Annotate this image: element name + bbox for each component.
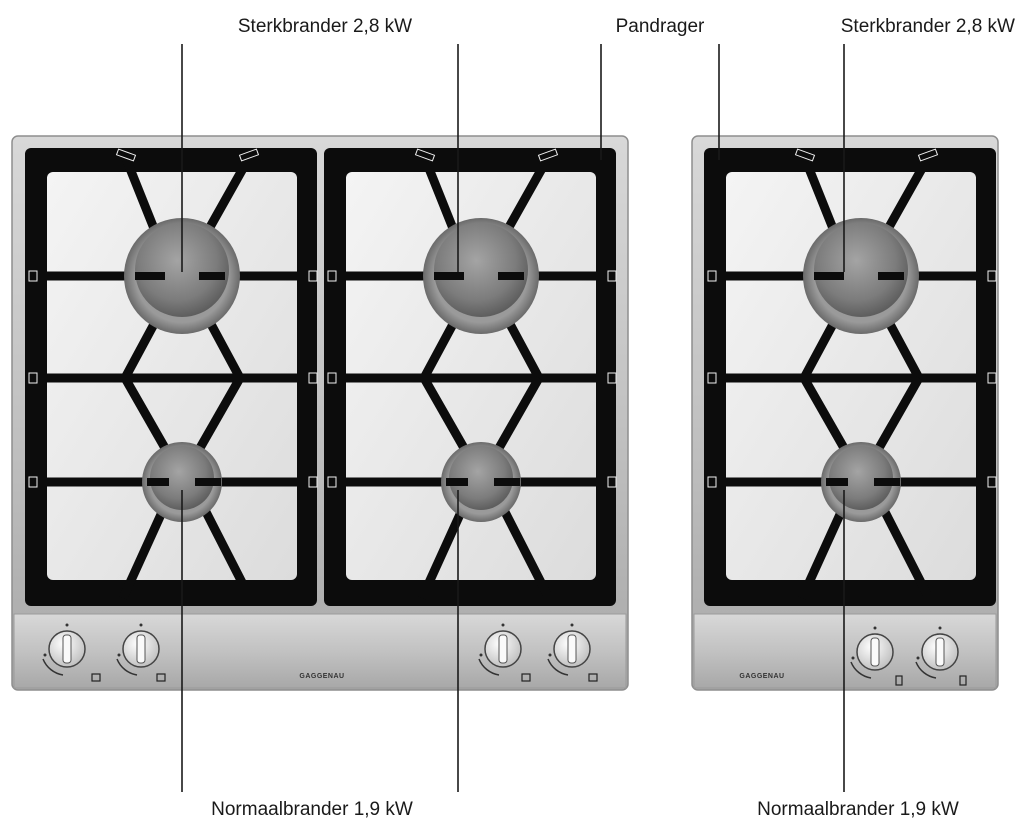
label-normaalbrander-left: Normaalbrander 1,9 kW	[211, 799, 413, 820]
wide-hob-zone-left	[25, 148, 317, 606]
narrow-hob: GAGGENAU	[691, 135, 998, 691]
wide-hob-control-panel	[13, 613, 627, 689]
label-sterkbrander-left: Sterkbrander 2,8 kW	[238, 16, 412, 37]
leader-lines	[181, 44, 845, 792]
wide-hob-zone-right	[324, 148, 616, 606]
narrow-hob-zone	[704, 148, 996, 606]
zone-indicator-icon	[91, 673, 101, 682]
zone-indicator-icon	[588, 673, 598, 682]
label-normaalbrander-right: Normaalbrander 1,9 kW	[757, 799, 959, 820]
narrow-hob-brand: GAGGENAU	[739, 673, 784, 680]
zone-indicator-icon	[521, 673, 531, 682]
wide-hob-brand: GAGGENAU	[299, 673, 344, 680]
zone-indicator-icon	[156, 673, 166, 682]
wide-hob: GAGGENAU	[11, 135, 629, 691]
label-pandrager: Pandrager	[616, 16, 705, 37]
label-sterkbrander-right: Sterkbrander 2,8 kW	[841, 16, 1015, 37]
zone-indicator-icon	[959, 675, 967, 686]
zone-indicator-icon	[895, 675, 903, 686]
